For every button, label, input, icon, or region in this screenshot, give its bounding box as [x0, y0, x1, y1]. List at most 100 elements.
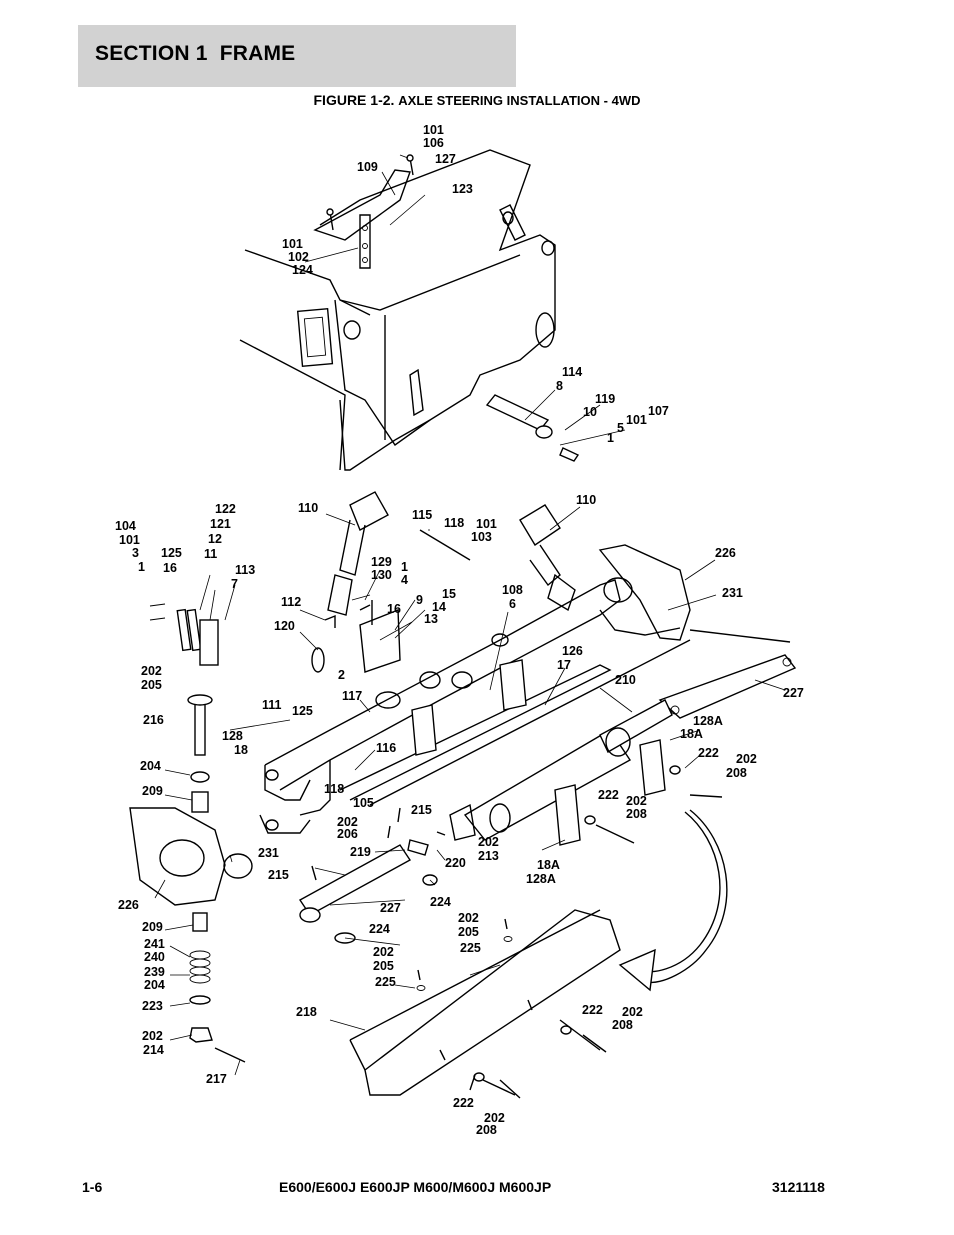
callout: 208: [726, 766, 747, 780]
callout: 16: [387, 602, 401, 616]
callout: 117: [342, 689, 362, 703]
skid-plate: [349, 909, 621, 1099]
callout: 209: [142, 784, 163, 798]
callout: 216: [143, 713, 164, 727]
callout: 13: [424, 612, 438, 626]
footer-document-number: 3121118: [772, 1179, 825, 1195]
callout: 225: [460, 941, 481, 955]
callout: 227: [380, 901, 401, 915]
callout: 220: [445, 856, 466, 870]
callout: 215: [411, 803, 432, 817]
fasteners: [311, 765, 723, 1096]
callout-labels: 101 106 127 109 123 101 102 124 114 8 11…: [115, 123, 804, 1137]
callout: 227: [783, 686, 804, 700]
callout: 224: [369, 922, 390, 936]
callout: 208: [612, 1018, 633, 1032]
callout: 129: [371, 555, 392, 569]
right-spindle: [598, 544, 797, 719]
callout: 119: [595, 392, 615, 406]
callout: 8: [556, 379, 563, 393]
callout: 1: [138, 560, 145, 574]
callout: 118: [324, 782, 344, 796]
callout: 241: [144, 937, 165, 951]
callout: 223: [142, 999, 163, 1013]
callout: 240: [144, 950, 165, 964]
callout: 128: [222, 729, 243, 743]
left-hardware: [149, 529, 471, 673]
callout: 116: [376, 741, 396, 755]
figure-caption: FIGURE 1-2. AXLE STEERING INSTALLATION -…: [0, 92, 954, 108]
rotation-arrow: [618, 809, 728, 992]
callout: 103: [471, 530, 492, 544]
section-header-band: [78, 25, 516, 87]
callout: 4: [401, 573, 408, 587]
leader-lines: [154, 154, 786, 1076]
callout: 128A: [526, 872, 556, 886]
callout: 125: [292, 704, 313, 718]
footer-page-number: 1-6: [82, 1179, 103, 1195]
callout: 5: [617, 421, 624, 435]
callout: 127: [435, 152, 456, 166]
callout: 231: [722, 586, 743, 600]
callout: 118: [444, 516, 464, 530]
callout: 204: [140, 759, 161, 773]
callout: 213: [478, 849, 499, 863]
callout: 6: [509, 597, 516, 611]
callout: 17: [557, 658, 571, 672]
callout: 113: [235, 563, 255, 577]
callout: 214: [143, 1043, 164, 1057]
callout: 102: [288, 250, 309, 264]
callout: 101: [282, 237, 303, 251]
callout: 109: [357, 160, 378, 174]
steering-cylinder-upper: [327, 491, 576, 616]
callout: 202: [142, 1029, 163, 1043]
callout: 122: [215, 502, 236, 516]
callout: 224: [430, 895, 451, 909]
callout: 115: [412, 508, 432, 522]
frame-assembly: [239, 149, 580, 471]
callout: 18A: [680, 727, 703, 741]
callout: 205: [458, 925, 479, 939]
footer-model-list: E600/E600J E600JP M600/M600J M600JP: [279, 1179, 552, 1195]
callout: 231: [258, 846, 279, 860]
callout: 202: [373, 945, 394, 959]
callout: 101: [119, 533, 140, 547]
callout: 208: [626, 807, 647, 821]
callout: 112: [281, 595, 301, 609]
figure-title: AXLE STEERING INSTALLATION - 4WD: [398, 93, 641, 108]
callout: 225: [375, 975, 396, 989]
callout: 202: [622, 1005, 643, 1019]
callout: 206: [337, 827, 358, 841]
callout: 130: [371, 568, 392, 582]
callout: 202: [337, 815, 358, 829]
callout: 202: [736, 752, 757, 766]
callout: 126: [562, 644, 583, 658]
callout: 3: [132, 546, 139, 560]
callout: 10: [583, 405, 597, 419]
figure-label: FIGURE 1-2.: [313, 92, 395, 108]
callout: 226: [715, 546, 736, 560]
callout: 1: [607, 431, 614, 445]
callout: 219: [350, 845, 371, 859]
callout: 11: [204, 547, 217, 561]
callout: 222: [453, 1096, 474, 1110]
callout: 106: [423, 136, 444, 150]
callout: 125: [161, 546, 182, 560]
callout: 2: [338, 668, 345, 682]
callout: 205: [141, 678, 162, 692]
callout: 18: [234, 743, 248, 757]
callout: 110: [298, 501, 318, 515]
callout: 104: [115, 519, 136, 533]
tie-rods: [298, 839, 438, 944]
callout: 120: [274, 619, 295, 633]
callout: 14: [432, 600, 446, 614]
callout: 222: [582, 1003, 603, 1017]
kingpin-stack: [129, 694, 253, 1063]
callout: 110: [576, 493, 596, 507]
callout: 215: [268, 868, 289, 882]
callout: 222: [698, 746, 719, 760]
callout: 105: [353, 796, 374, 810]
callout: 12: [208, 532, 222, 546]
steering-cylinder-lower: [411, 659, 673, 846]
